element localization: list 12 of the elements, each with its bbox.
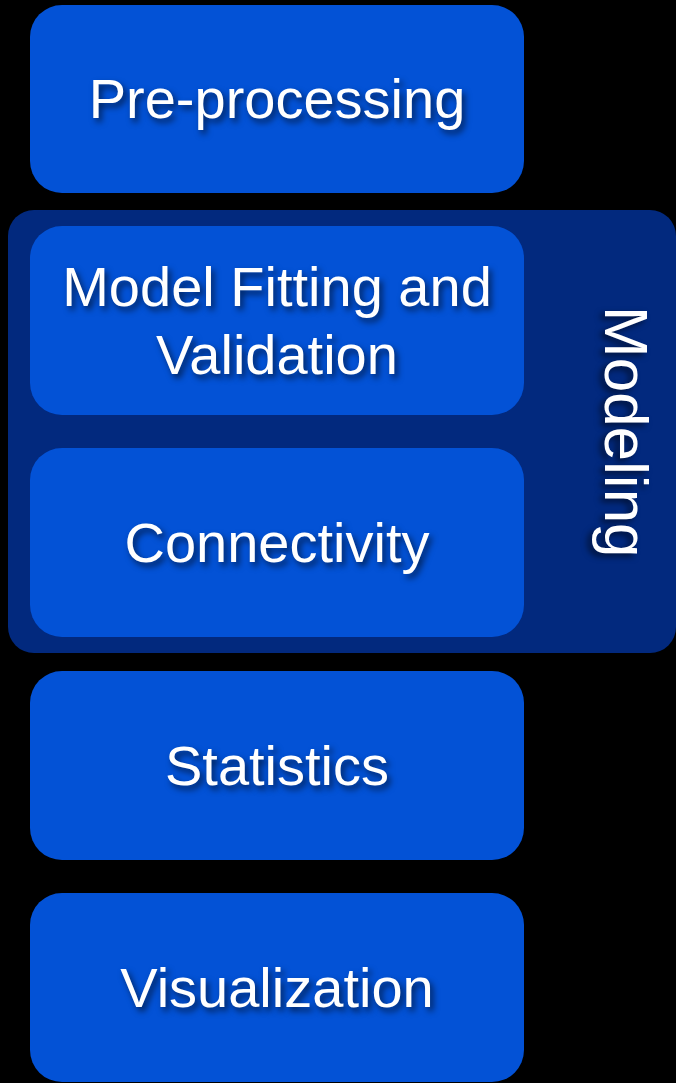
box-label: Pre-processing (87, 66, 467, 133)
box-label: Connectivity (123, 509, 431, 576)
process-box (30, 671, 524, 860)
group-panel (8, 210, 676, 653)
process-box (30, 226, 524, 415)
process-box (30, 5, 524, 193)
process-box (30, 893, 524, 1082)
process-box (30, 448, 524, 637)
box-label: Model Fitting and Validation (61, 254, 493, 388)
group-title: Modeling (591, 304, 663, 560)
box-label: Visualization (119, 954, 435, 1021)
box-label: Statistics (163, 732, 391, 799)
